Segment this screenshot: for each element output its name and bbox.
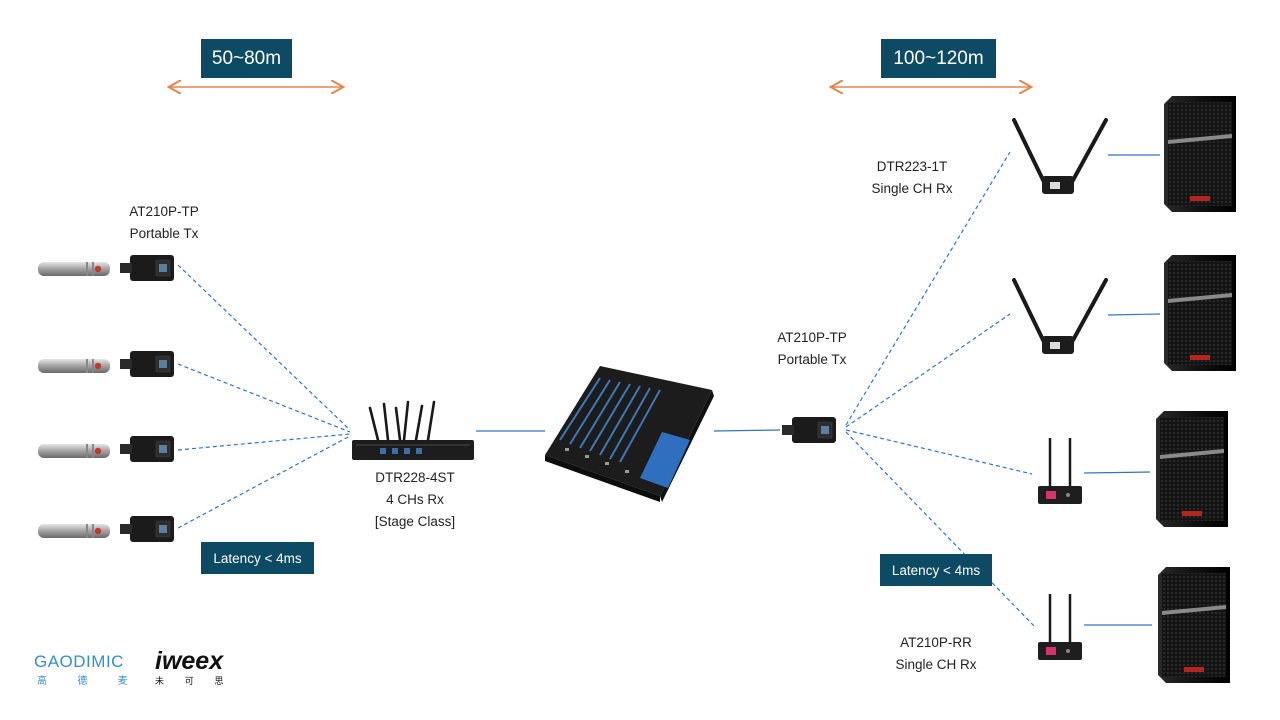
latency-badge-right: Latency < 4ms <box>880 554 992 586</box>
model-desc: Single CH Rx <box>871 181 953 196</box>
speaker-3 <box>1156 411 1228 527</box>
at210p-rr-1 <box>1036 436 1084 506</box>
model-desc: Single CH Rx <box>895 657 977 672</box>
label-rx-single: DTR223-1T Single CH Rx <box>856 156 968 200</box>
tx-right <box>781 416 837 444</box>
label-tx-left: AT210P-TP Portable Tx <box>108 201 220 245</box>
model-name: AT210P-RR <box>900 635 972 650</box>
mic-tx-2 <box>38 350 175 378</box>
speaker-1 <box>1164 96 1236 212</box>
range-badge-right: 100~120m <box>881 39 996 78</box>
audio-mixer <box>545 366 714 502</box>
wireless-links-right <box>845 151 1037 629</box>
model-name: AT210P-TP <box>129 204 199 219</box>
iweex-wordmark: iweex <box>155 647 224 675</box>
model-desc: Portable Tx <box>129 226 199 241</box>
speaker-2 <box>1164 255 1236 371</box>
model-desc: Portable Tx <box>777 352 847 367</box>
gaodimic-cn: 高 德 麦 <box>37 676 136 687</box>
model-name: DTR228-4ST <box>375 470 455 485</box>
dtr228-receiver <box>352 400 474 460</box>
model-class: [Stage Class] <box>374 514 456 529</box>
mic-tx-4 <box>38 515 175 543</box>
wireless-links-left <box>177 264 351 529</box>
label-rx-rr: AT210P-RR Single CH Rx <box>880 632 992 676</box>
gaodimic-wordmark: GAODIMIC <box>34 652 124 671</box>
label-rx-stage: DTR228-4ST 4 CHs Rx [Stage Class] <box>358 467 472 533</box>
model-name: DTR223-1T <box>876 159 948 174</box>
mic-tx-1 <box>38 254 175 282</box>
speaker-4 <box>1158 567 1230 683</box>
gaodimic-logo: GAODIMIC 高 德 麦 <box>34 652 136 687</box>
dtr223-receiver-1 <box>1012 118 1108 196</box>
dtr223-receiver-2 <box>1012 278 1108 356</box>
at210p-rr-2 <box>1036 592 1084 662</box>
iweex-logo: iweex 未 可 思 <box>155 648 245 687</box>
model-desc: 4 CHs Rx <box>386 492 444 507</box>
range-badge-left: 50~80m <box>201 39 292 78</box>
iweex-cn: 未 可 思 <box>155 677 229 687</box>
wired-links <box>476 154 1161 626</box>
model-name: AT210P-TP <box>777 330 847 345</box>
label-tx-right: AT210P-TP Portable Tx <box>756 327 868 371</box>
latency-badge-left: Latency < 4ms <box>201 542 314 574</box>
mic-tx-3 <box>38 435 175 463</box>
